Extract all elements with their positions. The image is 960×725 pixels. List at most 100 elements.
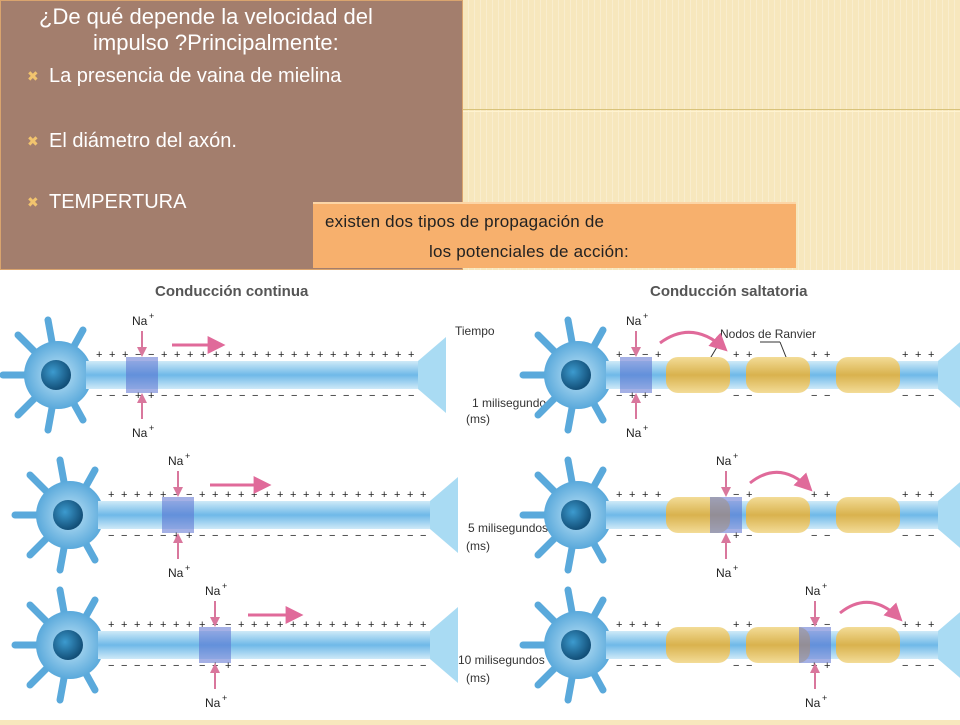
minus-charge: − xyxy=(134,660,140,672)
plus-charge: + xyxy=(746,489,752,501)
plus-charge: + xyxy=(109,349,115,361)
plus-charge: + xyxy=(629,390,635,402)
minus-charge: − xyxy=(407,660,413,672)
sodium-ion-charge: + xyxy=(822,581,827,591)
minus-charge: − xyxy=(96,390,102,402)
neuron-nucleus xyxy=(53,630,83,660)
minus-charge: − xyxy=(303,530,309,542)
plus-charge: + xyxy=(616,349,622,361)
minus-charge: − xyxy=(226,390,232,402)
sodium-ion-charge: + xyxy=(643,423,648,433)
plus-charge: + xyxy=(616,619,622,631)
active-depolarization-zone xyxy=(162,497,194,533)
minus-charge: − xyxy=(225,619,231,631)
bullet-text: La presencia de vaina de mielina xyxy=(49,65,342,87)
minus-charge: − xyxy=(135,349,141,361)
sodium-ion-charge: + xyxy=(733,451,738,461)
minus-charge: − xyxy=(186,660,192,672)
plus-charge: + xyxy=(264,619,270,631)
plus-charge: + xyxy=(329,489,335,501)
minus-charge: − xyxy=(824,619,830,631)
axon-terminal xyxy=(938,482,960,548)
plus-charge: + xyxy=(173,619,179,631)
plus-charge: + xyxy=(342,489,348,501)
plus-charge: + xyxy=(187,349,193,361)
plus-charge: + xyxy=(199,619,205,631)
minus-charge: − xyxy=(212,530,218,542)
plus-charge: + xyxy=(238,619,244,631)
x-bullet-icon: ✖ xyxy=(27,68,39,84)
plus-charge: + xyxy=(226,349,232,361)
minus-charge: − xyxy=(238,530,244,542)
minus-charge: − xyxy=(746,390,752,402)
minus-charge: − xyxy=(186,489,192,501)
plus-charge: + xyxy=(316,619,322,631)
sodium-ion-label: Na xyxy=(205,584,221,598)
callout-line1: existen dos tipos de propagación de xyxy=(325,212,605,231)
plus-charge: + xyxy=(213,349,219,361)
minus-charge: − xyxy=(239,390,245,402)
plus-charge: + xyxy=(212,489,218,501)
propagation-callout: existen dos tipos de propagación de los … xyxy=(313,202,796,268)
plus-charge: + xyxy=(824,489,830,501)
plus-charge: + xyxy=(108,619,114,631)
plus-charge: + xyxy=(928,619,934,631)
minus-charge: − xyxy=(368,660,374,672)
minus-charge: − xyxy=(629,349,635,361)
plus-charge: + xyxy=(381,619,387,631)
minus-charge: − xyxy=(824,390,830,402)
minus-charge: − xyxy=(329,660,335,672)
time-row-2: 5 milisegundos xyxy=(468,521,548,535)
minus-charge: − xyxy=(811,530,817,542)
axon-terminal xyxy=(418,337,446,413)
minus-charge: − xyxy=(733,660,739,672)
minus-charge: − xyxy=(252,390,258,402)
sodium-ion-label: Na xyxy=(205,696,221,710)
minus-charge: − xyxy=(356,390,362,402)
plus-charge: + xyxy=(121,489,127,501)
plus-charge: + xyxy=(199,489,205,501)
plus-charge: + xyxy=(915,489,921,501)
time-row-2-unit: (ms) xyxy=(466,539,490,553)
plus-charge: + xyxy=(148,390,154,402)
minus-charge: − xyxy=(902,390,908,402)
right-panel-title: Conducción saltatoria xyxy=(650,283,808,300)
minus-charge: − xyxy=(134,530,140,542)
sodium-ion-charge: + xyxy=(149,311,154,321)
minus-charge: − xyxy=(902,530,908,542)
minus-charge: − xyxy=(746,660,752,672)
plus-charge: + xyxy=(733,619,739,631)
plus-charge: + xyxy=(147,619,153,631)
minus-charge: − xyxy=(161,390,167,402)
slide-title-line1: ¿De qué depende la velocidad del xyxy=(39,4,373,29)
left-panel-title: Conducción continua xyxy=(155,283,309,300)
plus-charge: + xyxy=(733,349,739,361)
minus-charge: − xyxy=(225,530,231,542)
minus-charge: − xyxy=(174,390,180,402)
sodium-ion-charge: + xyxy=(643,311,648,321)
plus-charge: + xyxy=(200,349,206,361)
active-depolarization-zone xyxy=(620,357,652,393)
plus-charge: + xyxy=(186,619,192,631)
plus-charge: + xyxy=(134,619,140,631)
callout-line2: los potenciales de acción: xyxy=(429,242,629,261)
sodium-ion-label: Na xyxy=(168,454,184,468)
myelin-sheath xyxy=(746,357,810,393)
plus-charge: + xyxy=(642,489,648,501)
minus-charge: − xyxy=(928,390,934,402)
minus-charge: − xyxy=(616,390,622,402)
plus-charge: + xyxy=(329,619,335,631)
plus-charge: + xyxy=(394,489,400,501)
sodium-ion-label: Na xyxy=(168,566,184,580)
sodium-ion-charge: + xyxy=(222,581,227,591)
myelin-sheath xyxy=(836,627,900,663)
myelin-sheath xyxy=(666,357,730,393)
minus-charge: − xyxy=(355,530,361,542)
plus-charge: + xyxy=(642,619,648,631)
plus-charge: + xyxy=(902,349,908,361)
axon-terminal xyxy=(938,612,960,678)
minus-charge: − xyxy=(928,530,934,542)
sodium-ion-charge: + xyxy=(149,423,154,433)
minus-charge: − xyxy=(147,530,153,542)
plus-charge: + xyxy=(161,349,167,361)
